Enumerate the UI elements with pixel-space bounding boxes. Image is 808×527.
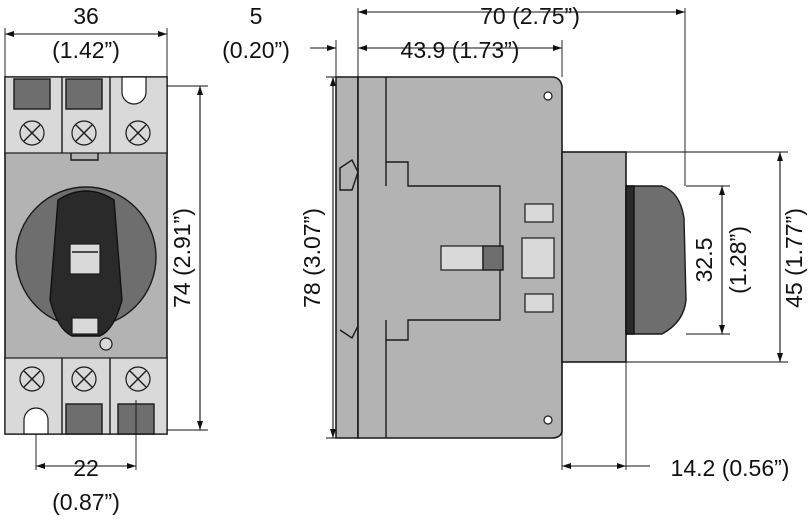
mount-tab-lower: [524, 293, 554, 313]
top-terminal-dividers: [61, 77, 111, 153]
din-clip-top: [339, 158, 359, 191]
top-screws: [19, 120, 151, 146]
din-clip-bottom: [339, 325, 359, 340]
bottom-mounting-notch: [23, 407, 49, 435]
handle-indicator-window: [69, 243, 101, 275]
dim-handle-depth: 14.2 (0.56”): [671, 455, 790, 481]
mechanism-latch: [482, 245, 504, 271]
mount-tab-upper: [524, 203, 554, 223]
side-housing-rear: [335, 76, 359, 439]
bottom-screws: [19, 366, 151, 392]
side-handle-grip: [625, 185, 687, 335]
dim-total-depth: 70 (2.75”): [480, 3, 580, 29]
handle-lock-tab: [71, 317, 99, 335]
padlock-hole: [99, 337, 113, 351]
side-pin-icon: [543, 415, 553, 425]
dimension-labels: 36 (1.42”) 5 (0.20”) 70 (2.75”) 43.9 (1.…: [52, 3, 807, 515]
mechanism-slot: [440, 245, 484, 271]
dim-front-width-value: 36: [73, 3, 99, 29]
dim-total-height: 78 (3.07”): [299, 208, 325, 308]
side-view: [335, 76, 687, 439]
dim-handle-inner-value: 32.5: [691, 238, 717, 283]
dim-handle-outer: 45 (1.77”): [781, 208, 807, 308]
dim-handle-inner-inch: (1.28”): [725, 226, 751, 294]
top-mounting-notch: [121, 76, 147, 105]
side-pin-icon: [543, 91, 553, 101]
top-terminal-slot-1: [13, 78, 51, 110]
dim-body-depth: 43.9 (1.73”): [401, 37, 520, 63]
top-terminal-slot-2: [65, 78, 103, 110]
top-terminal-tab: [70, 153, 99, 161]
side-handle-base: [561, 151, 627, 363]
bottom-terminal-slot-1: [65, 403, 103, 435]
shaft-coupler: [521, 237, 555, 279]
dim-hole-spacing-inch: (0.87”): [52, 489, 120, 515]
dim-hole-spacing-value: 22: [73, 455, 99, 481]
dim-offset-inch: (0.20”): [222, 37, 290, 63]
dimension-lines: [4, 8, 788, 470]
bottom-terminal-dividers: [61, 358, 111, 434]
dim-offset-value: 5: [250, 3, 263, 29]
dim-front-height: 74 (2.91”): [169, 208, 195, 308]
front-view: [4, 76, 168, 435]
dim-front-width-inch: (1.42”): [52, 37, 120, 63]
